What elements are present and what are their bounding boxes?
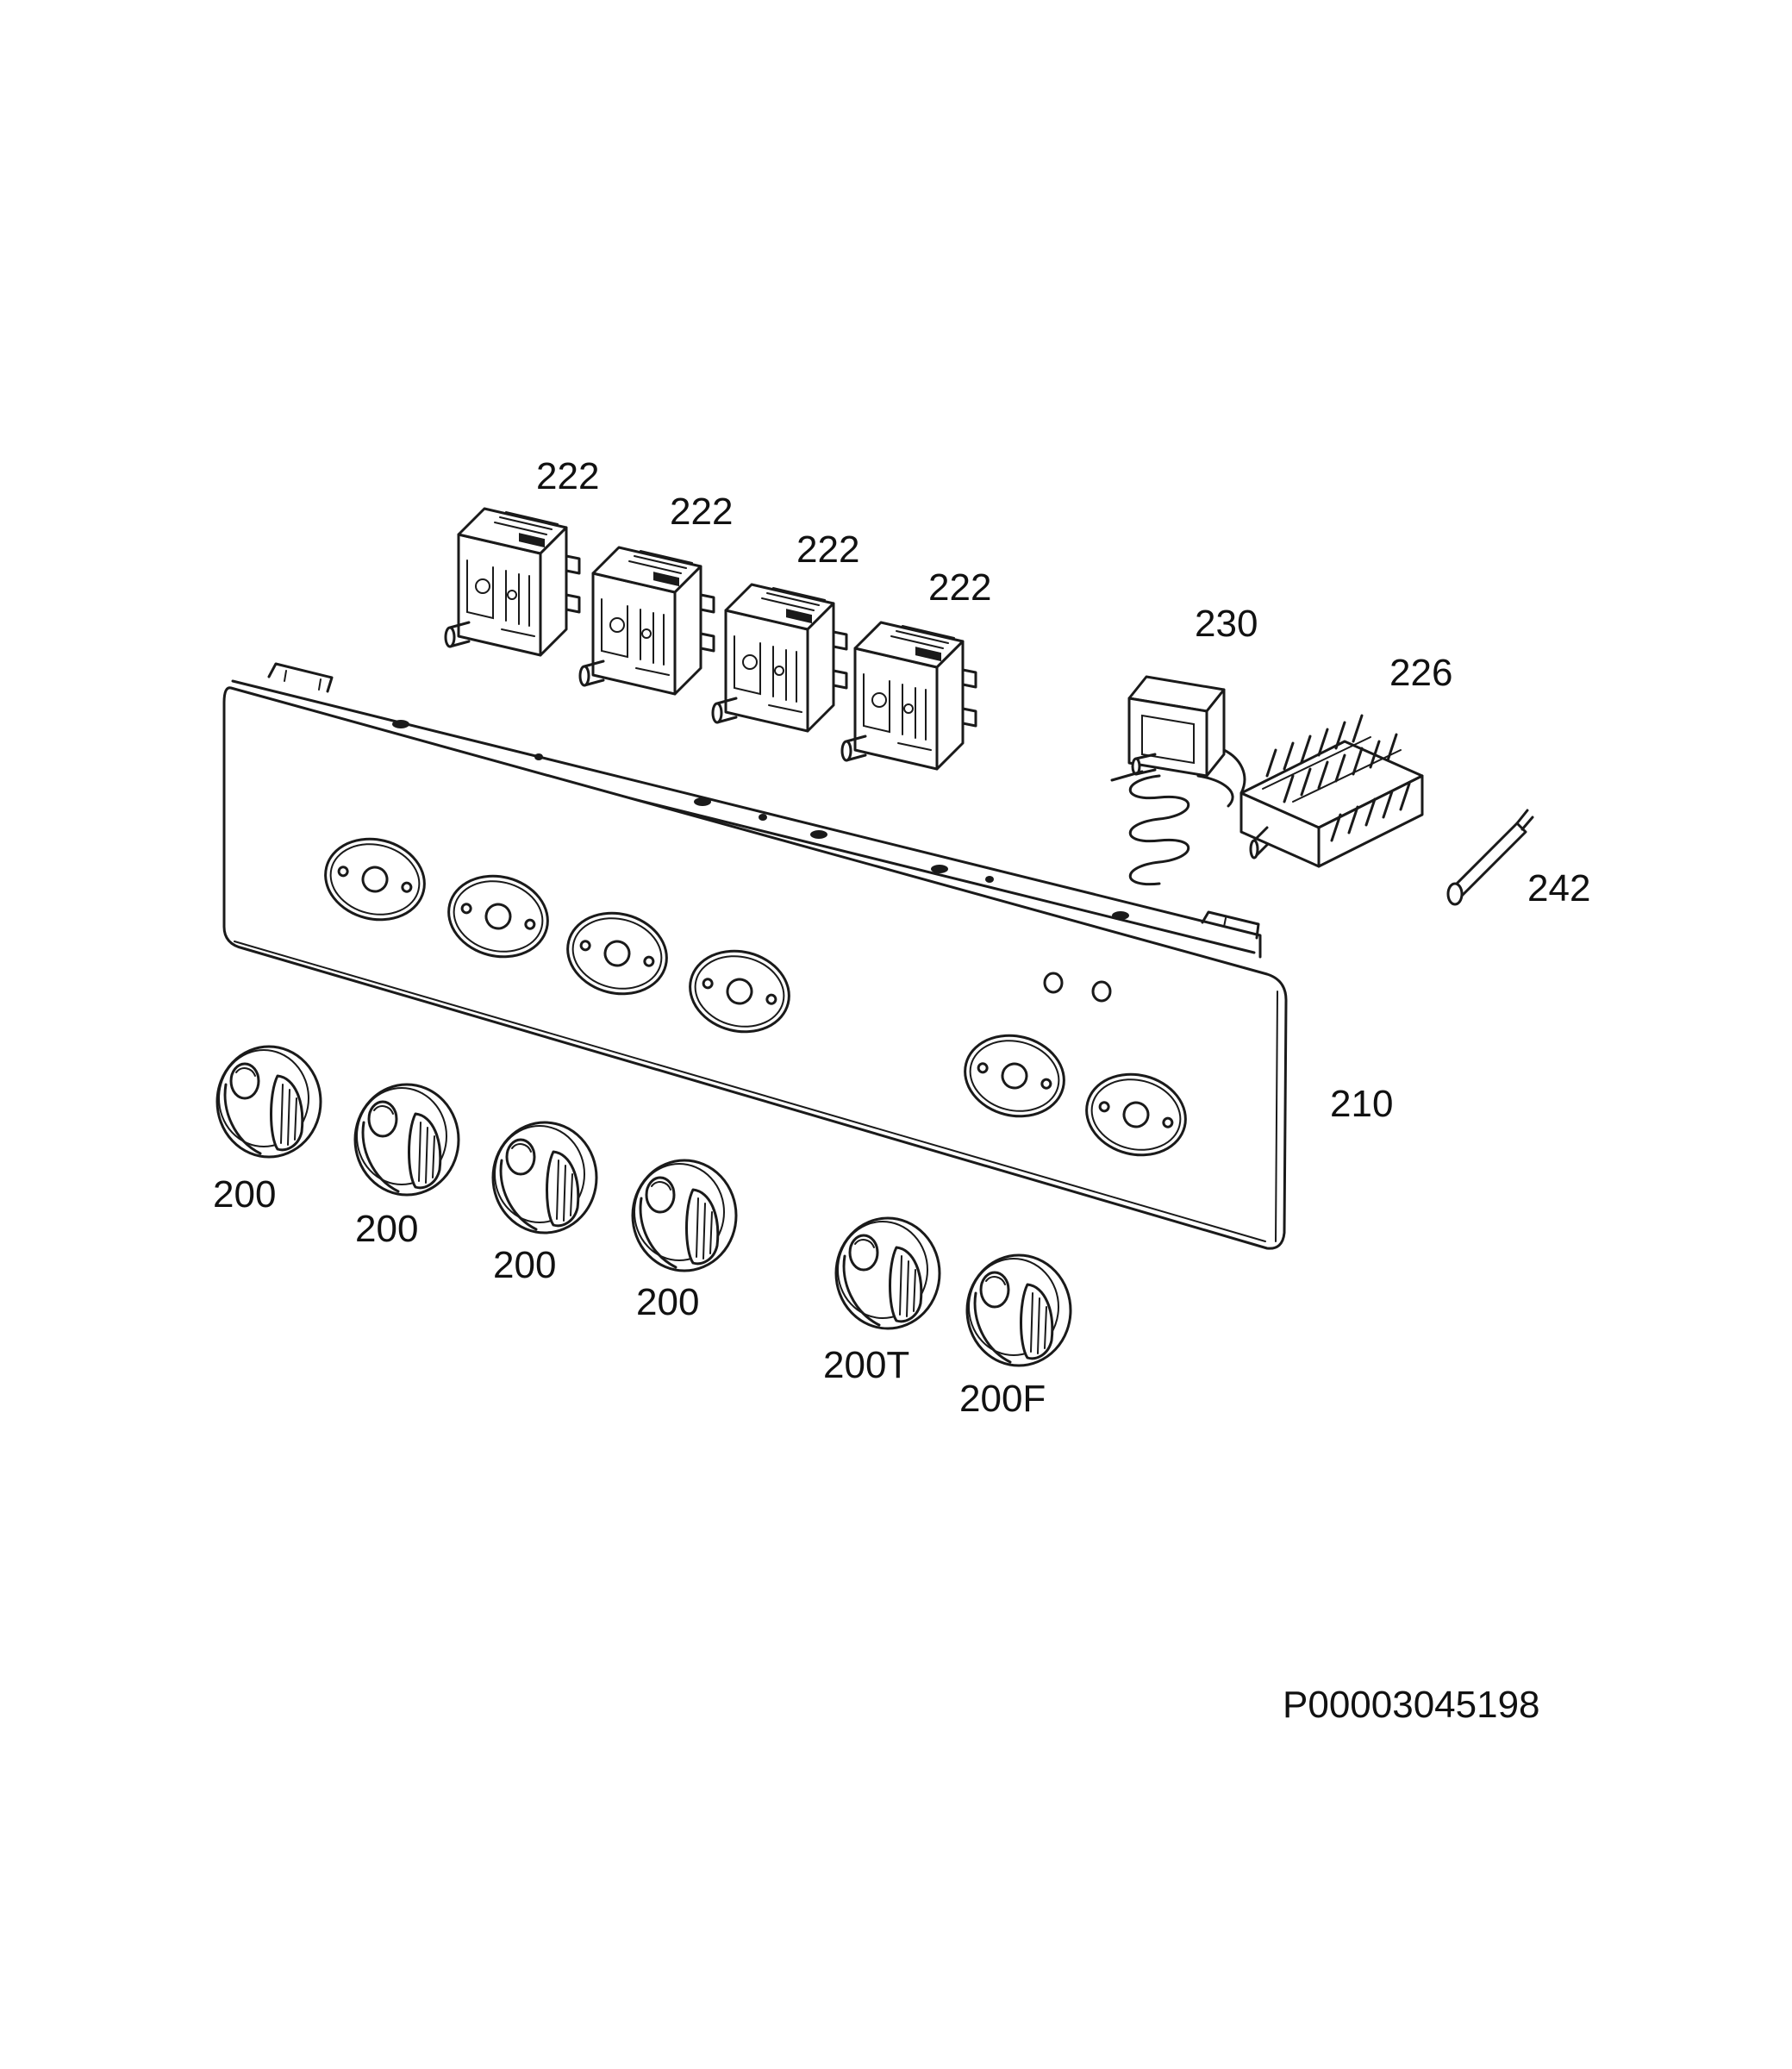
callout-control-panel: 210 xyxy=(1330,1083,1393,1125)
callout-selector-switch: 226 xyxy=(1389,652,1452,694)
callout-switch-1: 222 xyxy=(536,455,599,497)
energy-regulator-switch xyxy=(840,621,977,771)
panel-aperture xyxy=(964,1034,1065,1118)
control-knob xyxy=(353,1083,460,1197)
panel-aperture xyxy=(447,874,549,959)
control-knob xyxy=(491,1121,598,1235)
control-knob-function xyxy=(965,1253,1072,1367)
selector-switch xyxy=(1239,714,1424,868)
panel-aperture xyxy=(566,911,668,996)
callout-knob-function: 200F xyxy=(959,1378,1046,1420)
callout-switch-3: 222 xyxy=(796,528,859,571)
callout-knob-2: 200 xyxy=(355,1208,418,1250)
energy-regulator-switch xyxy=(444,507,581,657)
drawing-id: P00003045198 xyxy=(1283,1684,1540,1726)
callout-knob-3: 200 xyxy=(493,1244,556,1286)
control-knob xyxy=(215,1045,322,1159)
callout-switch-2: 222 xyxy=(670,491,733,533)
panel-aperture xyxy=(1085,1072,1187,1157)
indicator-lamp xyxy=(1446,809,1534,906)
callout-knob-thermostat: 200T xyxy=(823,1344,909,1386)
energy-regulator-switch xyxy=(578,546,715,696)
thermostat xyxy=(1110,675,1246,886)
energy-regulator-switch xyxy=(711,583,848,733)
control-panel xyxy=(222,662,1288,1250)
callout-knob-1: 200 xyxy=(213,1173,276,1216)
control-knob-thermostat xyxy=(834,1216,941,1330)
callout-knob-4: 200 xyxy=(636,1281,699,1323)
control-knob xyxy=(631,1159,738,1272)
callout-switch-4: 222 xyxy=(928,566,991,609)
panel-knob-apertures xyxy=(324,837,1187,1157)
panel-aperture xyxy=(324,837,426,922)
callout-indicator-lamp: 242 xyxy=(1527,867,1590,909)
callout-thermostat: 230 xyxy=(1195,603,1258,645)
panel-aperture xyxy=(689,949,790,1034)
